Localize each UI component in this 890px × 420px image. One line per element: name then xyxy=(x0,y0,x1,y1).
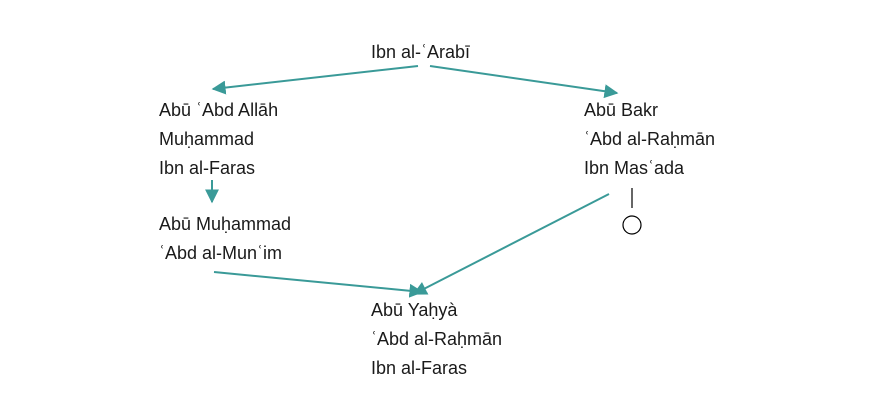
arrow-left-child-to-bottom xyxy=(213,271,424,298)
node-line: Abū Yaḥyà xyxy=(371,300,458,320)
node-line: Abū Muḥammad xyxy=(159,214,292,234)
node-line: Ibn Masʿada xyxy=(584,158,685,178)
node-line: ʿAbd al-Raḥmān xyxy=(584,129,716,149)
arrow-right-parent-to-bottom xyxy=(412,193,610,295)
node-line: ʿAbd al-Munʿim xyxy=(159,243,283,263)
node-line: Ibn al-ʿArabī xyxy=(371,42,471,62)
node-line: ʿAbd al-Raḥmān xyxy=(371,329,503,349)
node-line: Abū ʿAbd Allāh xyxy=(159,100,279,120)
node-line: Abū Bakr xyxy=(584,100,659,120)
node-abu-bakr-abd-al-rahman: Abū Bakr ʿAbd al-Raḥmān Ibn Masʿada xyxy=(584,96,715,183)
node-abu-abd-allah-muhammad: Abū ʿAbd Allāh Muḥammad Ibn al-Faras xyxy=(159,96,278,183)
terminal-circle-marker xyxy=(622,215,642,235)
node-line: Ibn al-Faras xyxy=(371,358,468,378)
arrow-root-to-left-parent xyxy=(211,65,419,95)
node-ibn-al-arabi: Ibn al-ʿArabī xyxy=(371,38,470,67)
node-abu-yahya-abd-al-rahman: Abū Yaḥyà ʿAbd al-Raḥmān Ibn al-Faras xyxy=(371,296,502,383)
node-abu-muhammad-abd-al-munim: Abū Muḥammad ʿAbd al-Munʿim xyxy=(159,210,291,268)
arrow-root-to-right-parent xyxy=(429,65,619,99)
node-line: Muḥammad xyxy=(159,129,255,149)
node-line: Ibn al-Faras xyxy=(159,158,256,178)
